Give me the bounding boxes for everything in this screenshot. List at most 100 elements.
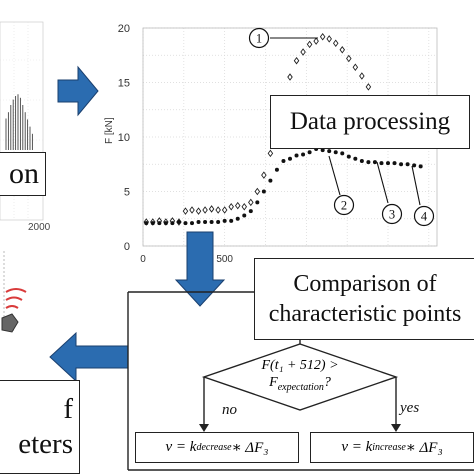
y-tick-label: 0 — [124, 241, 130, 253]
y-tick-label: 15 — [118, 78, 130, 90]
diamond-point — [326, 35, 332, 43]
sensor-icon — [1, 251, 27, 333]
arrow-right-to-chart — [57, 65, 99, 117]
dot-point — [320, 148, 325, 153]
dot-point — [255, 200, 260, 205]
diamond-point — [359, 72, 365, 80]
partial-label-box-bottom: f eters — [0, 380, 80, 474]
partial-label-bottom-line-1: f — [63, 393, 73, 426]
callout-circle — [413, 205, 435, 227]
diamond-point — [228, 202, 234, 211]
dot-point — [157, 221, 162, 226]
diamond-point — [287, 73, 293, 81]
data-processing-label: Data processing — [289, 108, 451, 135]
diamond-point — [234, 201, 241, 210]
callout-circle — [381, 203, 403, 225]
callout-number: 2 — [341, 199, 347, 213]
dot-point — [301, 152, 306, 157]
dot-point — [307, 150, 312, 155]
diamond-point — [332, 39, 339, 48]
diamond-point — [221, 206, 228, 214]
y-tick-label: 5 — [124, 187, 130, 199]
dot-point — [333, 150, 338, 155]
dot-point — [327, 149, 332, 154]
dot-point — [248, 209, 253, 214]
comparison-box: Comparison of characteristic points — [254, 258, 474, 340]
arrow-down-to-comparison — [174, 231, 226, 307]
dot-point — [268, 178, 273, 183]
dot-point — [399, 162, 404, 167]
diamond-point — [248, 198, 254, 207]
dot-point — [392, 161, 397, 166]
dot-point — [242, 213, 247, 218]
partial-label-top-text: on — [9, 157, 39, 190]
diamond-point — [195, 207, 202, 215]
diamond-point — [346, 54, 352, 63]
dot-point — [222, 218, 227, 223]
y-axis-label: F [kN] — [104, 117, 115, 144]
comparison-line-1: Comparison of — [293, 271, 437, 297]
diamond-point — [189, 206, 195, 214]
callout-leader — [411, 165, 421, 206]
arrow-left-to-parameters — [49, 331, 129, 383]
decision-no-arrowhead — [199, 424, 209, 432]
dot-point — [386, 161, 390, 166]
dot-point — [150, 221, 155, 226]
dot-point — [379, 161, 384, 166]
dot-point — [281, 158, 286, 163]
dot-point — [412, 163, 417, 168]
dot-point — [163, 221, 168, 226]
dot-point — [144, 221, 149, 226]
callout-number: 1 — [256, 32, 262, 46]
comparison-line-2: characteristic points — [268, 301, 462, 327]
decision-yes-arrowhead — [391, 424, 401, 432]
x-tick-label: 500 — [216, 254, 233, 265]
diamond-point — [352, 63, 359, 72]
data-processing-box: Data processing — [270, 95, 470, 149]
callout-circle — [248, 27, 270, 49]
diamond-point — [208, 205, 215, 213]
decision-line-2: Fexpectation? — [269, 374, 331, 393]
dot-point — [288, 156, 292, 161]
diamond-point — [261, 171, 267, 179]
dot-point — [372, 160, 377, 165]
diamond-point — [365, 83, 372, 91]
left-chart-x-tick: 2000 — [28, 222, 51, 233]
dot-point — [170, 221, 175, 226]
diamond-point — [339, 46, 346, 54]
dot-point — [176, 220, 181, 225]
y-tick-label: 20 — [118, 23, 130, 35]
callout-number: 3 — [389, 208, 395, 222]
diamond-point — [182, 207, 189, 215]
decision-yes-label: yes — [400, 400, 420, 416]
diamond-point — [267, 149, 274, 158]
dot-point — [235, 216, 240, 221]
diamond-point — [215, 206, 221, 214]
diamond-point — [319, 32, 326, 41]
dot-point — [405, 162, 410, 167]
dot-point — [359, 158, 364, 163]
diamond-point — [300, 48, 306, 56]
dot-point — [274, 167, 279, 172]
left-plot-frame — [0, 21, 44, 221]
dot-point — [340, 151, 345, 156]
callout-leader — [328, 155, 341, 196]
decision-no-label: no — [222, 402, 237, 418]
dot-point — [196, 220, 201, 225]
diamond-point — [313, 37, 319, 45]
dot-point — [229, 218, 234, 223]
partial-label-bottom-line-2: eters — [18, 428, 73, 460]
callout-circle — [333, 194, 355, 216]
dot-point — [366, 160, 371, 165]
x-tick-label: 0 — [140, 254, 146, 265]
diamond-point — [293, 56, 300, 65]
dot-point — [190, 221, 194, 226]
diamond-point — [306, 40, 313, 49]
decision-line-1: F(t₁ + 512) > — [261, 358, 339, 373]
diamond-point — [254, 187, 261, 196]
partial-label-box-top: on — [0, 152, 46, 196]
